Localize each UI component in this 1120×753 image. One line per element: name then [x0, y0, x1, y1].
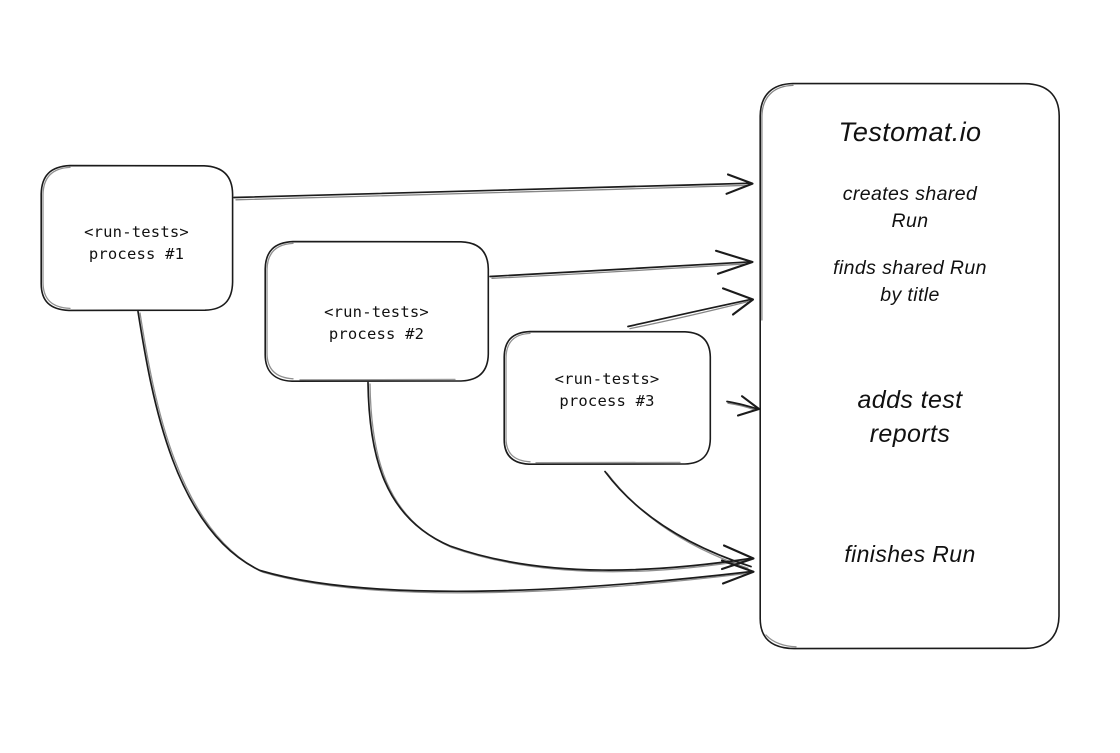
- panel-step-finds-shared-run: finds shared Run by title: [833, 257, 987, 306]
- connector-process-3-finishes-run[interactable]: [604, 470, 752, 569]
- connector-process-1-finishes-run[interactable]: [137, 310, 755, 594]
- panel-step-finishes-run: finishes Run: [844, 541, 976, 567]
- process-3-shape[interactable]: [503, 330, 712, 465]
- panel-step-adds-test-reports: adds test reports: [857, 386, 963, 448]
- panel-title: Testomat.io: [838, 117, 982, 147]
- process-2-label: <run-tests> process #2: [324, 303, 429, 344]
- process-1-shape[interactable]: [40, 164, 234, 312]
- testomat-panel-shape[interactable]: [759, 82, 1060, 650]
- connector-process-2-finishes-run[interactable]: [367, 381, 755, 573]
- connector-process-3-finds-run[interactable]: [627, 287, 755, 330]
- connector-process-3-adds-reports[interactable]: [726, 395, 761, 417]
- process-3-label: <run-tests> process #3: [554, 370, 660, 411]
- process-1-label: <run-tests> process #1: [84, 223, 189, 264]
- connector-process-1-creates-run[interactable]: [233, 173, 754, 201]
- process-2-shape[interactable]: [264, 240, 490, 382]
- panel-step-creates-shared-run: creates shared Run: [842, 183, 978, 232]
- connector-process-2-finds-run[interactable]: [489, 249, 754, 279]
